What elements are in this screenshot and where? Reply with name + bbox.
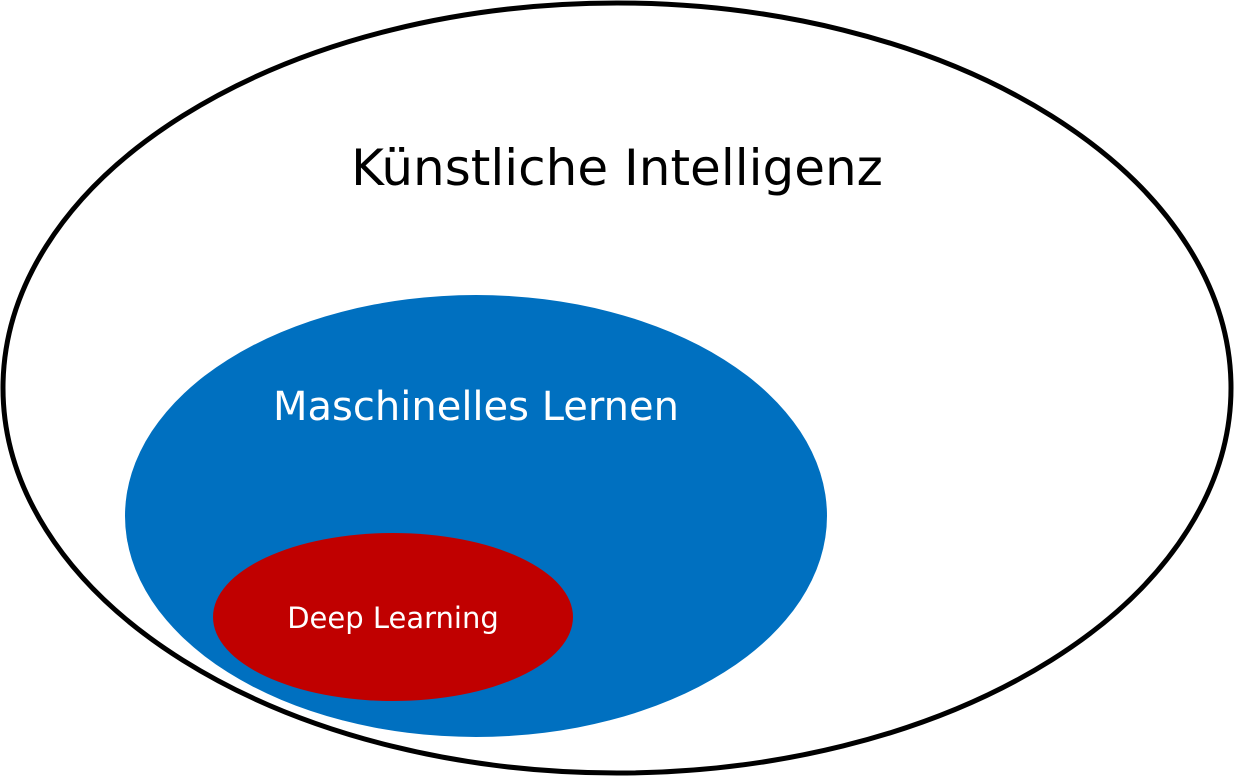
inner-ellipse-dl [213, 533, 573, 701]
inner-ellipse-label: Deep Learning [287, 601, 499, 635]
outer-ellipse-label: Künstliche Intelligenz [351, 139, 883, 197]
middle-ellipse-label: Maschinelles Lernen [273, 384, 679, 430]
